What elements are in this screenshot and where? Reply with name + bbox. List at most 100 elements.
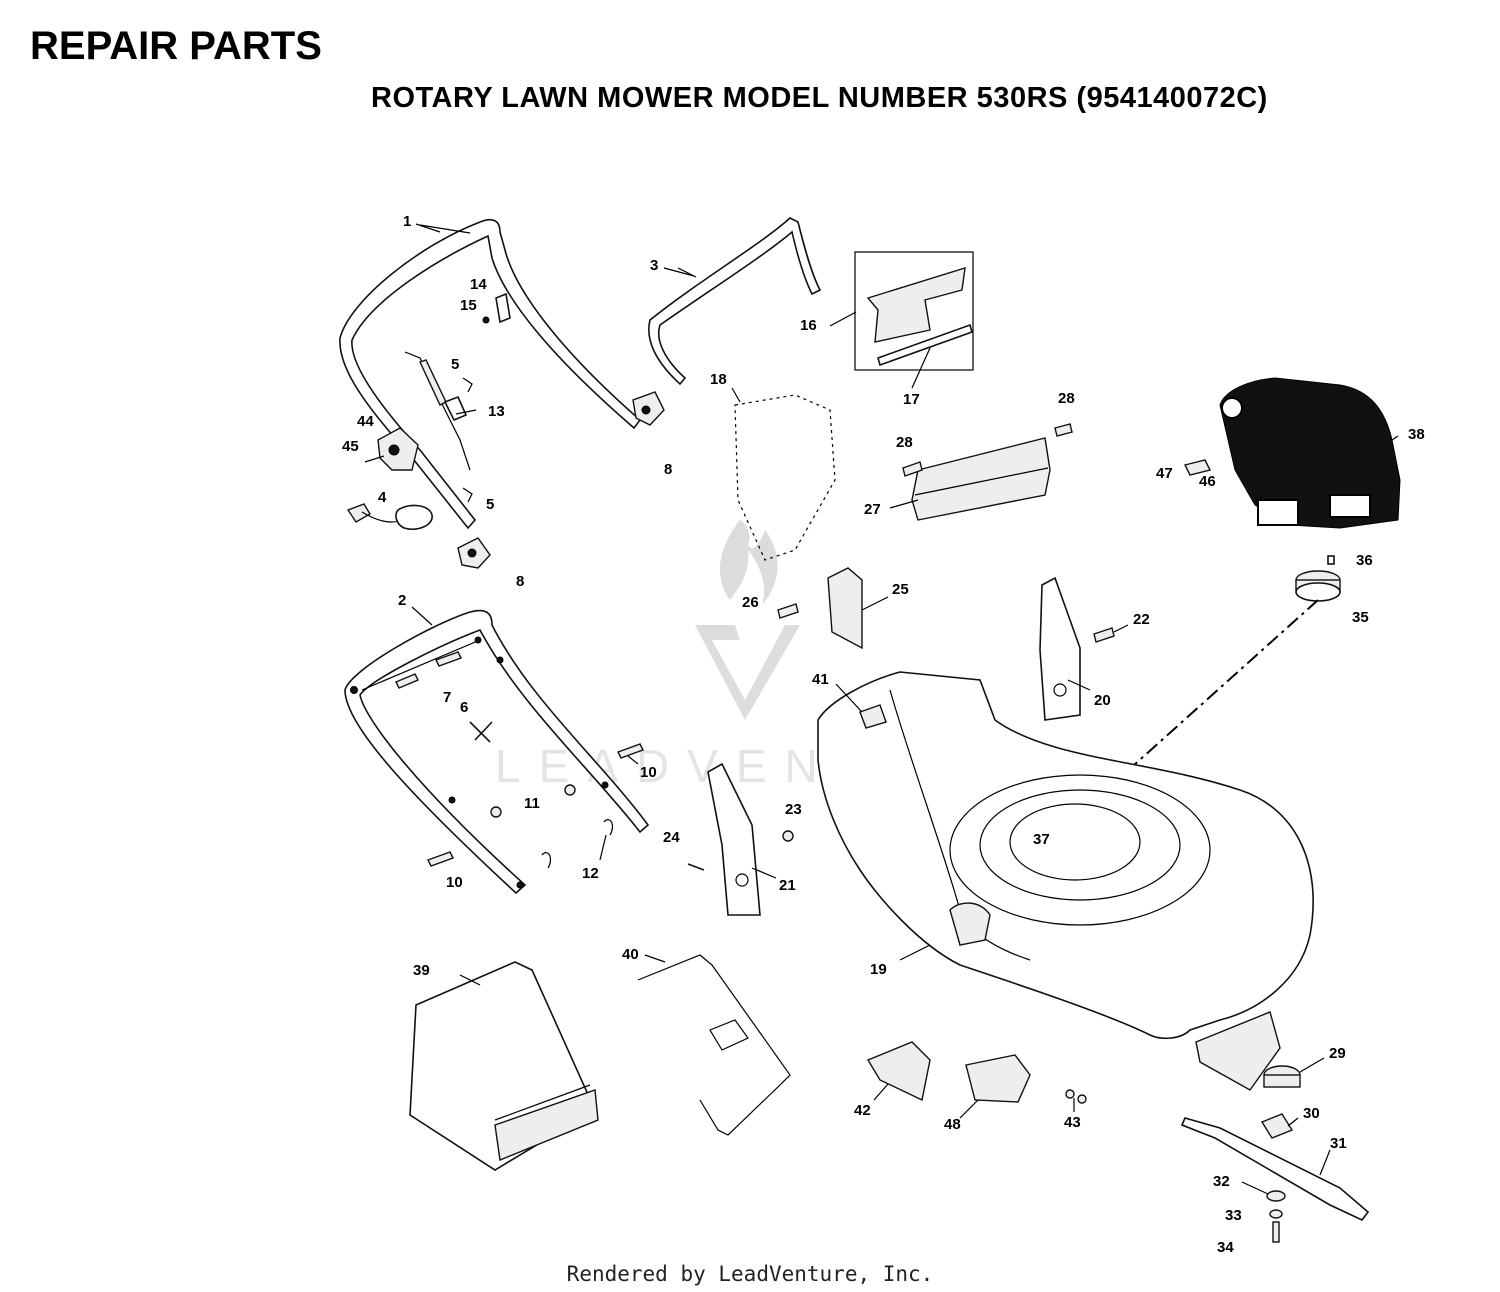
side-plug-part[interactable] (827, 567, 863, 650)
callout-10a[interactable]: 10 (640, 764, 657, 781)
mulch-insert-part[interactable] (965, 1054, 1031, 1103)
callout-2[interactable]: 2 (398, 592, 406, 609)
callout-31[interactable]: 31 (1330, 1135, 1347, 1152)
engine-part[interactable] (1219, 377, 1401, 529)
callout-5a[interactable]: 5 (451, 356, 459, 373)
grass-bag-part[interactable] (409, 961, 599, 1171)
callout-47[interactable]: 47 (1156, 465, 1173, 482)
callout-43[interactable]: 43 (1064, 1114, 1081, 1131)
mower-blade-part[interactable] (1180, 1117, 1370, 1222)
blade-key-part[interactable] (1327, 555, 1335, 565)
callout-33[interactable]: 33 (1225, 1207, 1242, 1224)
callout-37[interactable]: 37 (1033, 831, 1050, 848)
callout-labels: 1 2 3 4 5 5 6 7 8 8 10 10 11 12 13 14 15… (342, 213, 1425, 1256)
callout-34[interactable]: 34 (1217, 1239, 1234, 1256)
callout-20[interactable]: 20 (1094, 692, 1111, 709)
rear-door-part[interactable] (734, 394, 836, 561)
handle-knob-lower-part[interactable] (457, 537, 491, 569)
deflector-screw-b-part[interactable] (1054, 423, 1073, 437)
callout-26[interactable]: 26 (742, 594, 759, 611)
blade-adapter-part[interactable] (1295, 570, 1341, 602)
handle-bolt-6-part[interactable] (469, 721, 493, 743)
deflector-screw-a-part[interactable] (902, 461, 923, 477)
control-bail-part[interactable] (648, 217, 822, 386)
blade-bolt-part[interactable] (1272, 1221, 1280, 1243)
cable-tie-part[interactable] (482, 292, 511, 324)
handle-bolt-10b-part[interactable] (427, 851, 454, 867)
callout-13[interactable]: 13 (488, 403, 505, 420)
control-lever-part[interactable] (364, 427, 419, 471)
handle-bolt-7-part[interactable] (395, 651, 462, 689)
callout-18[interactable]: 18 (710, 371, 727, 388)
side-plug-screw-part[interactable] (777, 603, 799, 619)
callout-14[interactable]: 14 (470, 276, 487, 293)
callout-23[interactable]: 23 (785, 801, 802, 818)
deflector-part[interactable] (911, 437, 1051, 521)
callout-12[interactable]: 12 (582, 865, 599, 882)
cable-clip-a-part[interactable] (462, 377, 473, 393)
callout-22[interactable]: 22 (1133, 611, 1150, 628)
callout-29[interactable]: 29 (1329, 1045, 1346, 1062)
mulch-hardware-part[interactable] (1065, 1089, 1087, 1104)
handle-bolt-10a-part[interactable] (617, 743, 644, 759)
callout-38[interactable]: 38 (1408, 426, 1425, 443)
adjuster-bolts-22-part[interactable] (1093, 627, 1115, 643)
height-adjuster-left-part[interactable] (707, 762, 761, 916)
cable-clip-b-part[interactable] (462, 487, 473, 503)
callout-32[interactable]: 32 (1213, 1173, 1230, 1190)
callout-17[interactable]: 17 (903, 391, 920, 408)
handle-knob-upper-part[interactable] (632, 391, 665, 426)
callout-28a[interactable]: 28 (896, 434, 913, 451)
mulch-plug-part[interactable] (866, 1041, 931, 1102)
callout-42[interactable]: 42 (854, 1102, 871, 1119)
lower-handle-part[interactable] (344, 609, 650, 895)
callout-3[interactable]: 3 (650, 257, 658, 274)
callout-15[interactable]: 15 (460, 297, 477, 314)
height-adjuster-right-part[interactable] (1039, 576, 1081, 721)
mower-deck-part[interactable] (817, 671, 1314, 1040)
callout-8a[interactable]: 8 (664, 461, 672, 478)
callout-44[interactable]: 44 (357, 413, 374, 430)
baffle-part[interactable] (1195, 1011, 1281, 1091)
rear-door-springs-part[interactable] (541, 819, 614, 869)
callout-19[interactable]: 19 (870, 961, 887, 978)
rope-guide-part[interactable] (346, 503, 433, 530)
callout-36[interactable]: 36 (1356, 552, 1373, 569)
callout-40[interactable]: 40 (622, 946, 639, 963)
callout-41[interactable]: 41 (812, 671, 829, 688)
callout-1[interactable]: 1 (403, 213, 411, 230)
callout-10b[interactable]: 10 (446, 874, 463, 891)
blade-stiffener-part[interactable] (1260, 1113, 1294, 1139)
adjuster-screw-24-part[interactable] (687, 863, 705, 871)
callout-21[interactable]: 21 (779, 877, 796, 894)
blade-spacer-part[interactable] (1263, 1065, 1301, 1088)
callout-27[interactable]: 27 (864, 501, 881, 518)
lock-washer-part[interactable] (1269, 1209, 1283, 1219)
callout-28b[interactable]: 28 (1058, 390, 1075, 407)
callout-24[interactable]: 24 (663, 829, 680, 846)
callout-46[interactable]: 46 (1199, 473, 1216, 490)
callout-39[interactable]: 39 (413, 962, 430, 979)
callout-35[interactable]: 35 (1352, 609, 1369, 626)
handle-nuts-part[interactable] (490, 784, 576, 818)
fuel-line-clip-part[interactable] (1183, 459, 1212, 476)
blade-washer-part[interactable] (1266, 1190, 1286, 1202)
callout-30[interactable]: 30 (1303, 1105, 1320, 1122)
leader-lines (411, 223, 1399, 1195)
callout-7[interactable]: 7 (443, 689, 451, 706)
callout-5b[interactable]: 5 (486, 496, 494, 513)
throttle-cable-part[interactable] (404, 351, 471, 471)
deck-warning-label-part[interactable] (859, 704, 887, 729)
callout-45[interactable]: 45 (342, 438, 359, 455)
callout-48[interactable]: 48 (944, 1116, 961, 1133)
callout-25[interactable]: 25 (892, 581, 909, 598)
callout-16[interactable]: 16 (800, 317, 817, 334)
rear-flap-kit-part[interactable] (854, 251, 974, 371)
callout-11[interactable]: 11 (524, 795, 540, 812)
adjuster-bolt-23-part[interactable] (782, 830, 794, 842)
callout-4[interactable]: 4 (378, 489, 387, 506)
grass-bag-frame-part[interactable] (637, 954, 791, 1136)
upper-handle-part[interactable] (339, 218, 642, 530)
callout-6[interactable]: 6 (460, 699, 468, 716)
callout-8b[interactable]: 8 (516, 573, 524, 590)
